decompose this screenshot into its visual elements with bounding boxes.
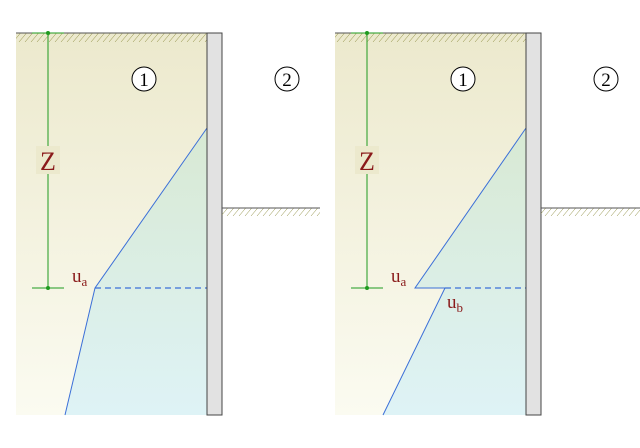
depth-dot-top [365, 31, 369, 35]
depth-label: Z [40, 147, 56, 176]
depth-label-bg [36, 146, 60, 174]
zone-2-marker [274, 66, 300, 92]
pressure-region [383, 128, 526, 415]
ground-hatch-left [16, 33, 207, 42]
zone-2-number: 2 [282, 70, 292, 91]
zone-2-marker [593, 66, 619, 92]
zone-1-marker [131, 66, 157, 92]
panel-right: Z ua ub 1 2 [335, 31, 640, 416]
pressure-line [382, 127, 527, 416]
depth-label-bg [355, 146, 379, 174]
depth-dot-bottom [46, 286, 50, 290]
depth-dot-top [46, 31, 50, 35]
depth-label: Z [359, 147, 375, 176]
retaining-wall [206, 32, 223, 416]
ground-hatch-right [541, 208, 640, 216]
point-a-label: ua [391, 266, 407, 289]
depth-dot-bottom [365, 286, 369, 290]
ground-hatch-left [335, 33, 526, 42]
zone-1-number: 1 [139, 70, 149, 91]
point-b-label: ub [447, 292, 463, 315]
point-a-label: ua [72, 266, 88, 289]
zone-1-number: 1 [458, 70, 468, 91]
retaining-wall [525, 32, 542, 416]
zone-2-number: 2 [601, 70, 611, 91]
ground-hatch-right [222, 208, 320, 216]
panel-left: Z ua 1 2 [16, 31, 320, 416]
pressure-region [65, 128, 207, 415]
zone-1-marker [450, 66, 476, 92]
